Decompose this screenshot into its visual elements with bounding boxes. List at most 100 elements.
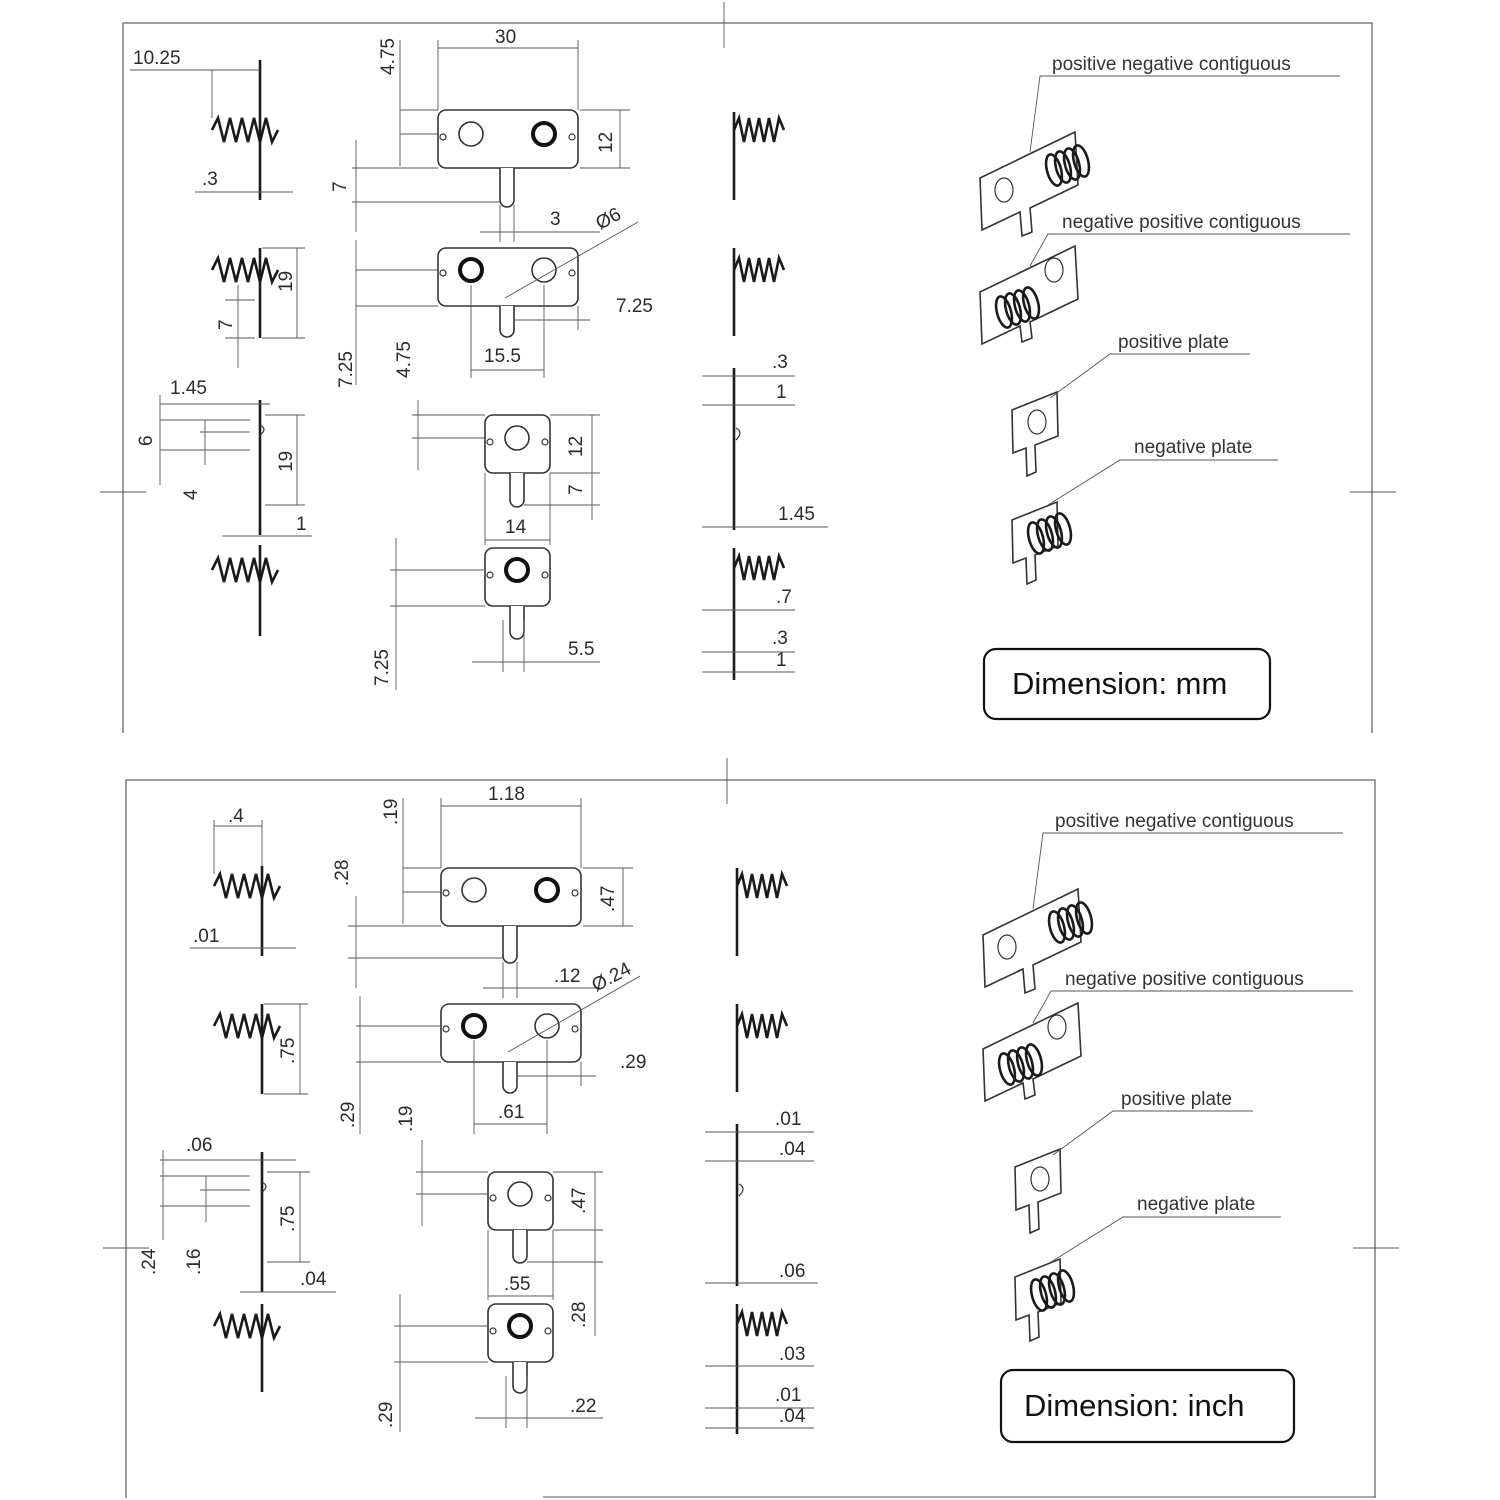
dim-right-b: 1 (776, 382, 787, 403)
iso-positive-plate: positive plate (1011, 332, 1250, 478)
dim-right-f: 1 (776, 650, 787, 671)
unit-label-mm: Dimension: mm (1012, 666, 1227, 701)
dim-hole-spacing: 15.5 (484, 346, 521, 367)
dim-plate-width: 1.18 (488, 784, 525, 805)
dim-tab-offset: 7.25 (616, 296, 653, 317)
dim-hole-diameter: Ø.24 (588, 958, 635, 996)
double-plate-front-2: 3 Ø6 7.25 15.5 7.25 (336, 204, 653, 388)
dim-right-d: .7 (776, 587, 792, 608)
frame (122, 22, 1373, 733)
dim-side-19: .75 (278, 1206, 299, 1232)
plate-side-view: 1.45 6 4 19 1 (136, 378, 312, 537)
right-side-views: .01 .04 .06 .03 .01 .04 (705, 868, 818, 1434)
dim-sheet-thickness: .3 (202, 169, 218, 190)
dim-right-c: .06 (779, 1261, 805, 1282)
dim-spring-length: 10.25 (133, 48, 181, 69)
dim-single-tab-total: 7.25 (372, 649, 393, 686)
iso-negative-plate: negative plate (1014, 1194, 1281, 1343)
dim-single-hole-offset: .22 (570, 1396, 596, 1417)
dim-plate-top: 4.75 (378, 38, 399, 75)
unit-box-inch: Dimension: inch (999, 1368, 1296, 1444)
dim-tab-width: 3 (550, 209, 561, 230)
panel-mm: 10.25 .3 19 7 1. (100, 2, 1396, 733)
iso-positive-negative-contiguous: positive negative contiguous (982, 811, 1343, 995)
dim-single-height: 12 (566, 436, 587, 457)
dim-tab-width: .12 (554, 966, 580, 987)
dim-spring-height: 19 (276, 271, 297, 292)
dim-spring-height: .75 (278, 1038, 299, 1064)
single-plate-negative: 7.25 5.5 (372, 538, 600, 690)
right-side-views: .3 1 1.45 .7 .3 1 (702, 112, 828, 680)
dim-plate-width: 30 (495, 27, 516, 48)
label-positive-plate: positive plate (1118, 332, 1229, 353)
label-positive-negative-contiguous: positive negative contiguous (1052, 54, 1291, 75)
dim-neg-tab-total: 7.25 (336, 351, 357, 388)
dim-side-4: .16 (184, 1249, 205, 1275)
double-plate-front-1: 30 4.75 12 7 (330, 27, 630, 232)
dim-plate-top: .19 (381, 799, 402, 825)
dim-spring-offset: 7 (216, 319, 237, 330)
dim-side-6: 6 (136, 435, 157, 446)
dim-spring-length: .4 (228, 806, 244, 827)
label-positive-plate: positive plate (1121, 1089, 1232, 1110)
label-negative-plate: negative plate (1137, 1194, 1255, 1215)
label-positive-negative-contiguous: positive negative contiguous (1055, 811, 1294, 832)
single-plate-positive: .19 .47 .28 .55 (396, 1106, 603, 1336)
dim-tab-length: .28 (332, 860, 353, 886)
dim-right-a: .3 (772, 352, 788, 373)
spring-side-view-3 (212, 1304, 282, 1392)
dim-side-4: 4 (181, 489, 202, 500)
unit-label-inch: Dimension: inch (1024, 1388, 1245, 1423)
dim-right-d: .03 (779, 1344, 805, 1365)
dim-right-c: 1.45 (778, 504, 815, 525)
iso-positive-plate: positive plate (1014, 1089, 1253, 1235)
frame (125, 779, 1376, 1498)
iso-positive-negative-contiguous: positive negative contiguous (979, 54, 1340, 238)
dim-right-b: .04 (779, 1139, 806, 1160)
dim-side-6: .24 (139, 1248, 160, 1275)
spring-side-view-3 (210, 545, 280, 636)
plate-side-view: .06 .24 .16 .75 .04 (139, 1135, 336, 1293)
dim-plate-height: 12 (596, 132, 617, 153)
double-plate-front-1: 1.18 .19 .47 .28 (332, 784, 633, 988)
dim-hole-diameter: Ø6 (592, 204, 624, 234)
spring-side-view-2: 19 7 (210, 247, 305, 368)
panel-inch: .4 .01 .75 .06 .24 .16 .7 (103, 758, 1399, 1498)
dim-single-tab: .28 (569, 1302, 590, 1328)
dim-hole-spacing: .61 (498, 1102, 524, 1123)
dim-single-top: .19 (396, 1106, 417, 1132)
dim-single-width: .55 (504, 1274, 530, 1295)
label-negative-positive-contiguous: negative positive contiguous (1062, 212, 1301, 233)
label-negative-positive-contiguous: negative positive contiguous (1065, 969, 1304, 990)
dim-single-tab: 7 (566, 484, 587, 495)
label-negative-plate: negative plate (1134, 437, 1252, 458)
dim-neg-tab-total: .29 (338, 1102, 359, 1128)
dim-side-1: .04 (300, 1269, 327, 1290)
dim-right-f: .04 (779, 1406, 806, 1427)
dim-single-height: .47 (569, 1188, 590, 1214)
dim-single-tab-total: .29 (376, 1402, 397, 1428)
dim-right-e: .01 (775, 1385, 801, 1406)
dim-right-e: .3 (772, 628, 788, 649)
dim-single-width: 14 (505, 517, 527, 538)
dim-side-19: 19 (276, 451, 297, 472)
single-plate-negative: .29 .22 (376, 1294, 603, 1432)
dim-tab-length: 7 (330, 181, 351, 192)
spring-side-view-2: .75 (212, 1003, 308, 1095)
unit-box-mm: Dimension: mm (982, 647, 1272, 721)
dim-side-bump: 1.45 (170, 378, 207, 399)
dim-side-1: 1 (296, 514, 307, 535)
dim-right-a: .01 (775, 1109, 801, 1130)
dim-single-top: 4.75 (394, 341, 415, 378)
double-plate-front-2: .12 Ø.24 .29 .61 .29 (338, 958, 646, 1134)
dim-sheet-thickness: .01 (193, 926, 219, 947)
single-plate-positive: 4.75 12 7 14 (394, 341, 600, 545)
dim-plate-height: .47 (598, 886, 619, 912)
dim-single-hole-offset: 5.5 (568, 639, 594, 660)
spring-side-view-1: 10.25 .3 (130, 48, 293, 200)
dim-tab-offset: .29 (620, 1052, 646, 1073)
iso-negative-plate: negative plate (1011, 437, 1278, 586)
dim-side-bump: .06 (186, 1135, 212, 1156)
spring-side-view-1: .4 .01 (190, 806, 296, 956)
